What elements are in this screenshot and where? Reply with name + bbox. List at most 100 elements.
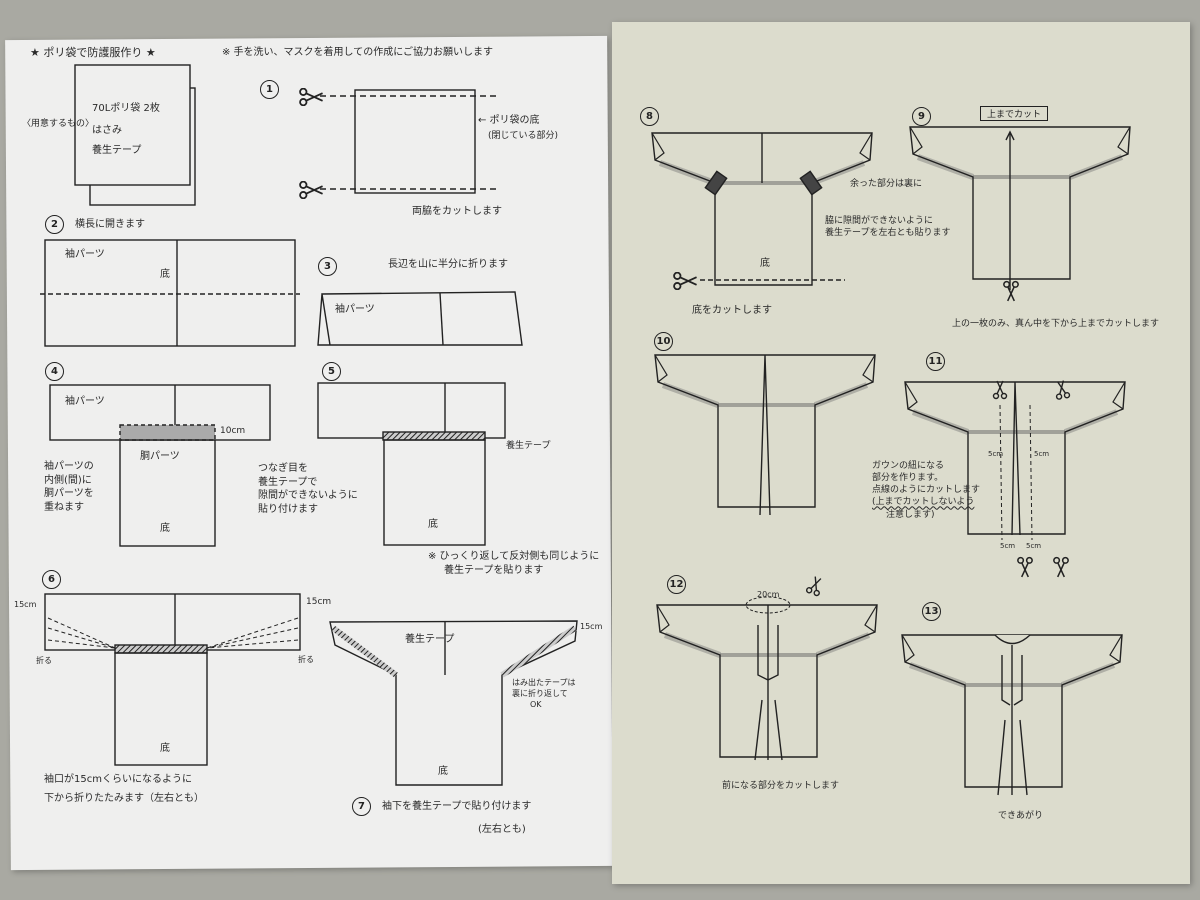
caption-line: 袖パーツの — [44, 461, 94, 472]
step8-tape-left — [704, 170, 728, 196]
caption-line: 重ねます — [44, 501, 84, 513]
step4-body-part — [119, 439, 216, 547]
materials-bag-front — [74, 64, 191, 186]
note-line: OK — [530, 699, 542, 709]
materials-item: 70Lポリ袋 2枚 — [92, 103, 160, 114]
step-number: 2 — [45, 215, 64, 234]
step-number: 11 — [926, 352, 945, 371]
bottom-label: 底 — [428, 519, 438, 530]
step2-opened-bag — [44, 239, 296, 347]
scissors-icon — [992, 380, 1008, 400]
materials-item: はさみ — [92, 125, 122, 136]
caption-line: 注意します) — [886, 509, 935, 520]
step7-caption-sub: (左右とも) — [478, 824, 526, 835]
caption-line: 胴パーツを — [44, 488, 94, 499]
step-number: 8 — [640, 107, 659, 126]
note-line: 養生テープを左右とも貼ります — [825, 228, 951, 239]
caption-line: 養生テープで — [258, 476, 318, 488]
scissors-icon — [299, 88, 324, 106]
step5-caption: つなぎ目を 養生テープで 隙間ができないように 貼り付けます — [258, 462, 358, 516]
step9-caption: 上の一枚のみ、真ん中を下から上までカットします — [952, 319, 1160, 329]
bottom-label: 底 — [438, 766, 448, 777]
step12-neck-guide — [745, 596, 791, 614]
step8-tape-note: 脇に隙間ができないように 養生テープを左右とも貼ります — [825, 215, 950, 239]
cuff-measure: 15cm — [580, 622, 603, 631]
width-label: 5cm — [1026, 542, 1042, 550]
step-number: 13 — [922, 602, 941, 621]
step8-fold-note: 余った部分は裏に — [850, 179, 923, 189]
step3-folded-bag — [317, 291, 523, 346]
tape-label: 養生テープ — [405, 634, 455, 645]
step10-gown — [655, 355, 875, 507]
step-number: 12 — [667, 575, 686, 594]
step11-caption: ガウンの紐になる 部分を作ります。 点線のようにカットします (上までカットしな… — [872, 460, 980, 521]
sleeve-label: 袖パーツ — [335, 304, 375, 315]
step-number: 6 — [42, 570, 61, 589]
caption-line: 下から折りたたみます（左右とも） — [44, 793, 204, 804]
caption-line: 隙間ができないように — [258, 490, 358, 501]
caption-line: 袖口が15cmくらいになるように — [44, 774, 192, 785]
body-label: 胴パーツ — [140, 451, 180, 462]
step6-tape — [114, 644, 208, 654]
note-line: 裏に折り返して — [512, 688, 568, 698]
caption-line: 部分を作ります。 — [872, 473, 944, 484]
step-number: 10 — [654, 332, 673, 351]
note-line: はみ出たテープは — [512, 678, 576, 687]
caption-line: つなぎ目を — [258, 463, 308, 474]
caption-line: 点線のようにカットします — [872, 485, 981, 496]
step3-instruction: 長辺を山に半分に折ります — [388, 259, 508, 270]
step-number: 3 — [318, 257, 337, 276]
materials-item: 養生テープ — [92, 145, 142, 156]
step3-center-line — [439, 292, 444, 346]
width-label: 5cm — [1000, 542, 1016, 550]
neck-width-label: 20cm — [757, 590, 780, 599]
step1-note: ← ポリ袋の底 — [478, 115, 540, 126]
scissors-icon — [1002, 280, 1020, 302]
scissors-icon — [1053, 379, 1071, 401]
scissors-icon — [299, 181, 324, 199]
step5-tape — [382, 431, 486, 441]
step8-tape-right — [799, 170, 823, 196]
step-number: 1 — [260, 80, 279, 99]
note-line: 脇に隙間ができないように — [825, 216, 933, 226]
step-number: 5 — [322, 362, 341, 381]
step9-gown — [910, 127, 1130, 279]
fold-label: 折る — [36, 656, 52, 665]
note-line: 養生テープを貼ります — [444, 564, 544, 576]
step6-fold-guides — [47, 617, 299, 649]
tape-fold-note: はみ出たテープは 裏に折り返して OK — [512, 678, 576, 710]
sleeve-label: 袖パーツ — [65, 396, 105, 407]
caption-line: 内側(間)に — [44, 474, 92, 486]
scissors-icon — [1016, 556, 1034, 578]
scissors-icon — [1052, 556, 1070, 578]
bottom-label: 底 — [160, 523, 170, 534]
step7-tape — [331, 625, 577, 678]
width-label: 5cm — [1034, 450, 1050, 458]
step7-caption: 袖下を養生テープで貼り付けます — [382, 801, 532, 812]
step6-body-part — [114, 652, 208, 766]
step1-caption: 両脇をカットします — [412, 206, 502, 217]
step6-sleeve-part — [44, 593, 301, 651]
step4-overlap — [119, 424, 216, 441]
step12-caption: 前になる部分をカットします — [722, 781, 840, 791]
safety-notice: ※ 手を洗い、マスクを着用しての作成にご協力お願いします — [222, 47, 494, 58]
step12-gown — [657, 605, 877, 757]
bottom-label: 底 — [760, 258, 770, 269]
bottom-label: 底 — [160, 269, 170, 280]
step1-note-sub: (閉じている部分) — [488, 131, 559, 141]
caption-line: 貼り付けます — [258, 503, 318, 515]
step4-caption: 袖パーツの 内側(間)に 胴パーツを 重ねます — [44, 460, 94, 514]
scissors-icon — [673, 272, 698, 290]
step7-gown-shape — [329, 620, 578, 786]
overlap-measure: 10cm — [220, 426, 246, 436]
caption-line: ガウンの紐になる — [872, 461, 945, 471]
width-label: 5cm — [988, 450, 1004, 458]
materials-label: 〈用意するもの〉 — [22, 119, 95, 129]
step5-body-part — [383, 439, 486, 546]
caption-line: (上までカットしないよう — [872, 497, 975, 508]
sheet-title: ★ ポリ袋で防護服作り ★ — [30, 46, 156, 59]
step1-bag — [354, 89, 476, 194]
step6-caption: 袖口が15cmくらいになるように 下から折りたたみます（左右とも） — [44, 770, 204, 808]
cuff-measure: 15cm — [306, 597, 332, 607]
